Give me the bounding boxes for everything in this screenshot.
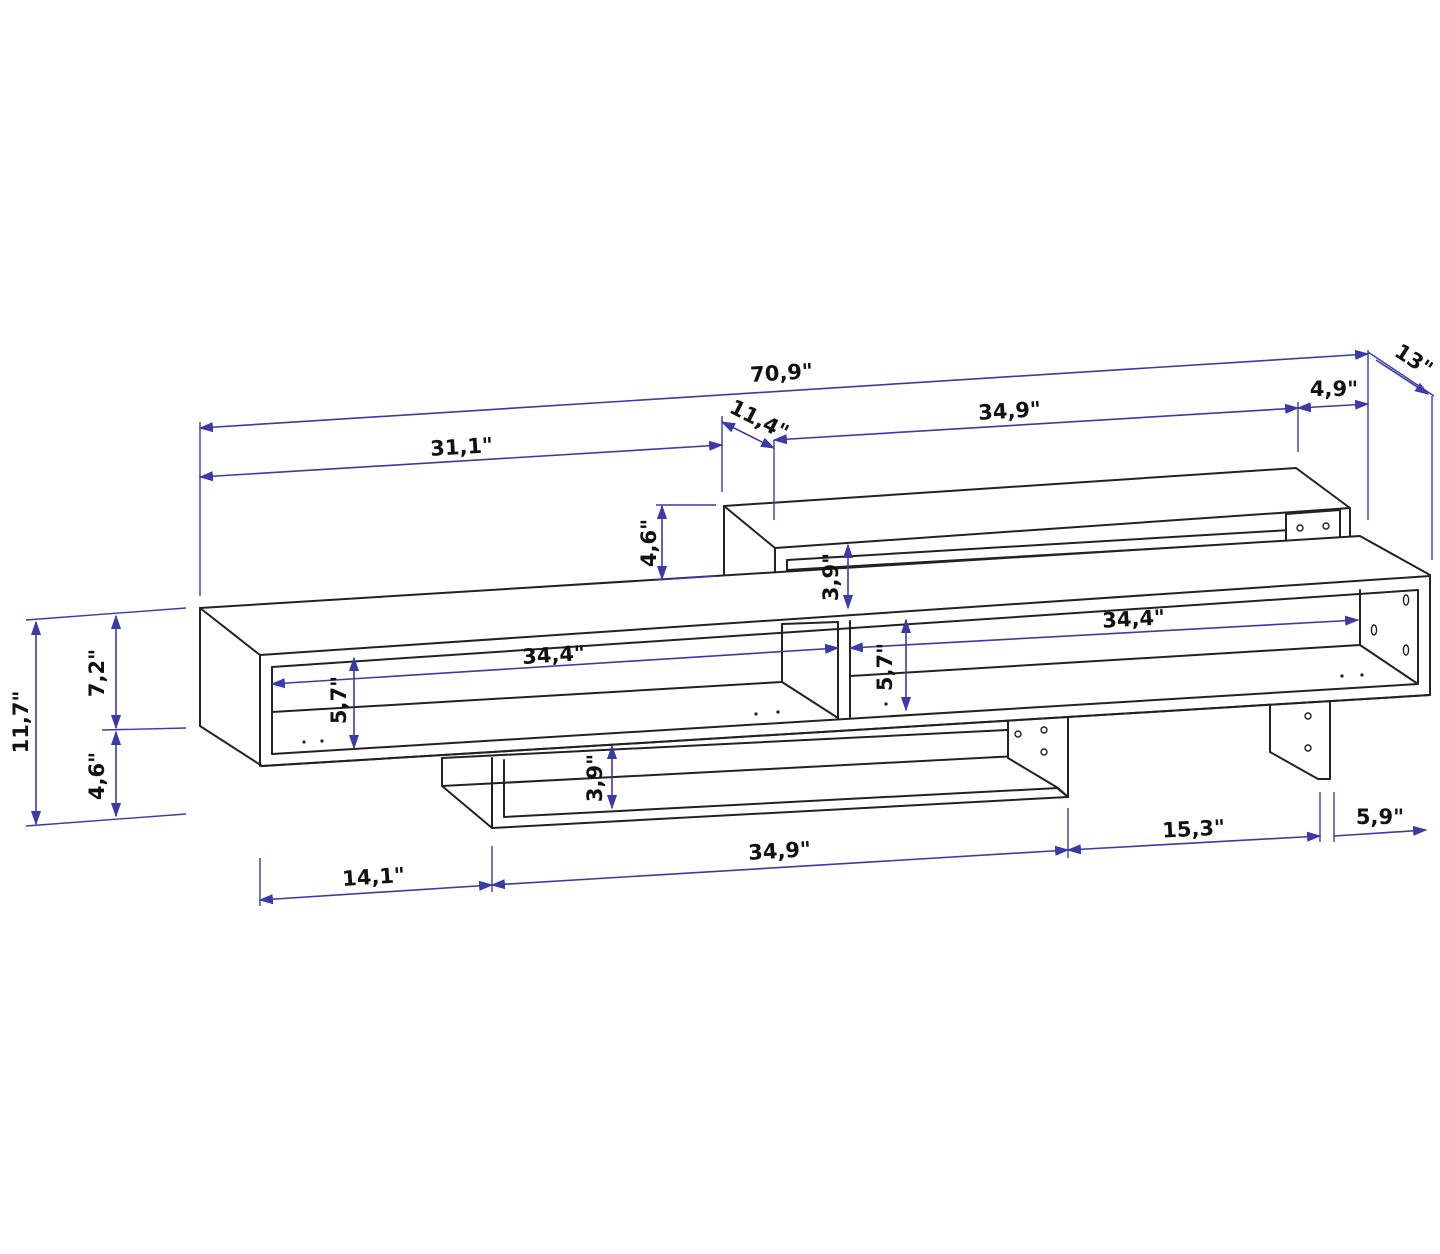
label-left-width: 31,1" <box>430 433 494 461</box>
mounting-hole <box>1304 712 1312 720</box>
label-top-offset: 11,4" <box>726 395 793 445</box>
screw-dot <box>320 739 324 743</box>
screw-dot <box>1360 673 1364 677</box>
label-lower-height: 4,6" <box>85 752 109 800</box>
extension-line <box>25 813 187 827</box>
main-shelf-inner-bottom <box>271 683 1419 755</box>
label-upper-height: 7,2" <box>85 649 109 697</box>
leg-panel <box>1269 694 1331 780</box>
dim-line-bottom-width <box>490 845 1070 890</box>
dim-line-total-width <box>198 349 1370 433</box>
label-bottom-width: 34,9" <box>748 837 812 865</box>
label-top-width: 34,9" <box>978 397 1042 425</box>
bottom-shelf-unit <box>441 715 1069 829</box>
screw-dot <box>754 712 758 716</box>
label-total-height: 11,7" <box>9 691 33 754</box>
label-leg-gap: 15,3" <box>1162 815 1226 842</box>
extension-line <box>101 727 187 731</box>
main-shelf-unit <box>199 535 1431 767</box>
dimension-lines <box>30 349 1430 905</box>
label-top-overhang: 4,9" <box>1310 377 1358 401</box>
mounting-hole <box>1402 594 1410 606</box>
label-left-shelf-width: 34,4" <box>521 641 585 669</box>
mounting-hole <box>1040 726 1048 734</box>
mounting-hole <box>1014 730 1022 738</box>
mounting-hole <box>1370 624 1378 636</box>
main-shelf-front-bottom <box>261 694 1431 767</box>
mounting-hole <box>1322 522 1330 530</box>
label-left-opening: 5,7" <box>327 676 351 724</box>
dim-line-leg-width <box>1333 825 1428 837</box>
screw-dot <box>776 710 780 714</box>
label-leg-width: 5,9" <box>1356 805 1404 829</box>
label-total-width: 70,9" <box>749 359 813 387</box>
top-shelf-inner-top <box>786 529 1291 561</box>
mounting-hole <box>1040 748 1048 756</box>
label-top-opening: 3,9" <box>819 553 843 601</box>
dim-line-top-overhang <box>1296 399 1370 413</box>
label-bottom-opening: 3,9" <box>583 754 607 802</box>
label-bottom-left-offset: 14,1" <box>341 863 405 891</box>
dim-line-right-shelf-width <box>848 615 1360 653</box>
extension-line <box>25 607 187 621</box>
screw-dot <box>884 702 888 706</box>
bottom-shelf-inner-bottom <box>503 787 1059 818</box>
label-right-shelf-width: 34,4" <box>1102 605 1166 632</box>
dim-line-leg-gap <box>1066 831 1322 855</box>
screw-dot <box>1340 674 1344 678</box>
dim-line-left-width <box>198 440 724 482</box>
dim-line-top-width <box>772 403 1300 445</box>
dim-line-left-shelf-width <box>270 643 840 689</box>
dim-line-top-offset <box>720 421 776 449</box>
label-top-height: 4,6" <box>637 519 661 567</box>
screw-dot <box>302 740 306 744</box>
dim-line-depth <box>1375 359 1430 395</box>
right-leg-panel <box>1269 694 1331 780</box>
dim-line-bottom-left-offset <box>258 880 494 905</box>
center-divider-back <box>781 621 839 625</box>
mounting-hole <box>1304 744 1312 752</box>
label-right-opening: 5,7" <box>873 643 897 691</box>
right-compartment-shelf-front <box>1359 644 1419 685</box>
mounting-hole <box>1402 644 1410 656</box>
mounting-hole <box>1296 524 1304 532</box>
dimension-labels: 70,9" 13" 31,1" 11,4" 34,9" 4,9" 4,6" 3,… <box>9 339 1437 891</box>
